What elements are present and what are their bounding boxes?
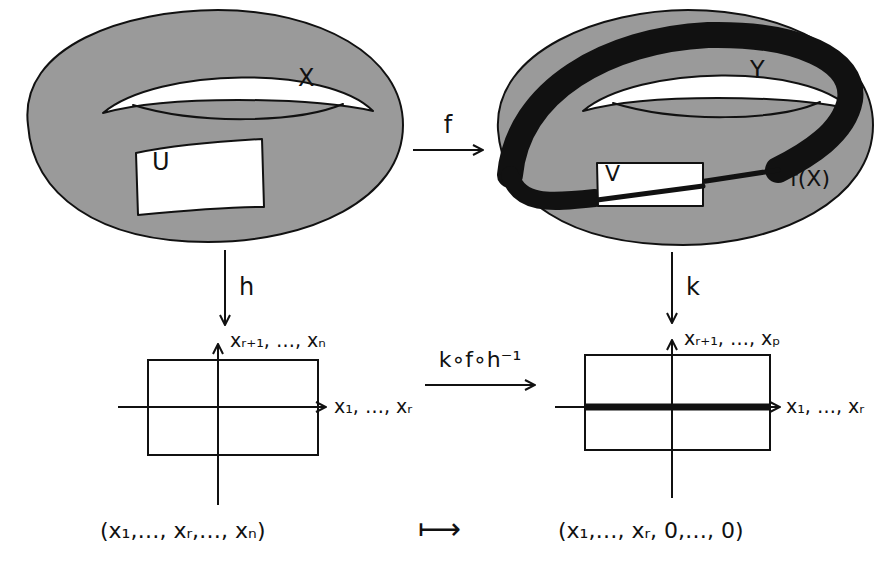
- space-label: U: [152, 149, 170, 177]
- space-label: X: [298, 65, 314, 93]
- coordinate-chart: xᵣ₊₁, …, xₚ x₁, …, xᵣ: [540, 328, 875, 508]
- image-line: [585, 404, 770, 411]
- chart-patch: [136, 139, 264, 215]
- map-name: f: [444, 112, 452, 140]
- image-band: [510, 35, 850, 175]
- map-name: k: [686, 274, 700, 302]
- formula: (x₁,…, xᵣ,…, xₙ): [100, 518, 265, 543]
- formula: (x₁,…, xᵣ, 0,…, 0): [558, 518, 744, 543]
- axis: [217, 344, 219, 505]
- coordinate-chart-outline: [540, 328, 875, 508]
- image-band: [597, 186, 703, 200]
- chart-domain-u-outline: [130, 135, 265, 217]
- map-name: h: [239, 274, 254, 302]
- image-band: [510, 175, 595, 201]
- axis-label: x₁, …, xᵣ: [334, 396, 412, 418]
- torus-surface: [27, 10, 403, 242]
- axis-label: xᵣ₊₁, …, xₙ: [230, 330, 326, 352]
- chart-domain-u: U: [130, 135, 265, 217]
- map-arrow: [413, 149, 483, 151]
- torus-edge: [133, 104, 343, 119]
- axis-label: x₁, …, xᵣ: [786, 396, 864, 418]
- torus-x: XU: [8, 5, 408, 245]
- maps-to-symbol: ⟼: [418, 512, 461, 547]
- torus-y: YV: [488, 5, 876, 247]
- image-label: f(X): [790, 166, 830, 191]
- map-arrow: [671, 252, 673, 323]
- axis-label: xᵣ₊₁, …, xₚ: [684, 328, 780, 350]
- axis: [671, 340, 673, 498]
- coordinate-chart: xᵣ₊₁, …, xₙ x₁, …, xᵣ: [110, 330, 420, 510]
- torus-surface: [498, 10, 873, 245]
- map-arrow: [425, 384, 535, 386]
- axis: [555, 406, 780, 408]
- torus-y-outline: [488, 5, 876, 247]
- space-label: Y: [750, 57, 765, 85]
- chart-rectangle: [585, 355, 770, 450]
- torus-edge: [613, 102, 820, 117]
- space-label: V: [605, 161, 620, 186]
- chart-domain-v: V: [595, 160, 705, 208]
- map-arrow: [224, 250, 226, 325]
- axis: [118, 406, 326, 408]
- map-name: k∘f∘h⁻¹: [439, 347, 521, 372]
- coordinate-chart-outline: [110, 330, 420, 510]
